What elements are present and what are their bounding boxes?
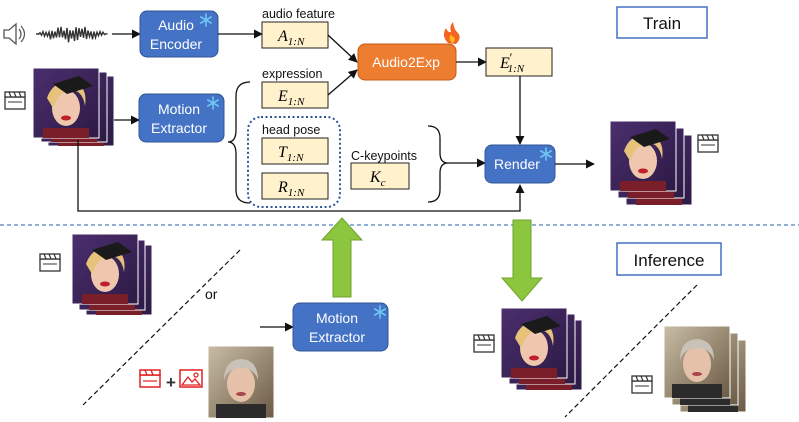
- head-pose-group: head pose T1:N R1:N: [247, 116, 341, 208]
- svg-text:+: +: [166, 373, 176, 392]
- audio2exp-label: Audio2Exp: [372, 54, 440, 70]
- translation-box: [261, 137, 329, 165]
- speaker-icon: [3, 22, 26, 46]
- inference-output-portrait-stack: [663, 325, 747, 413]
- clapperboard-icon: [697, 134, 719, 153]
- c-keypoints-box: Kc: [350, 162, 410, 190]
- head-pose-label: head pose: [262, 123, 320, 137]
- svg-text:Inference: Inference: [634, 251, 705, 270]
- svg-text:R1:N: R1:N: [277, 179, 305, 199]
- audio-encoder-module: Audio Encoder: [139, 10, 219, 58]
- svg-text:Kc: Kc: [369, 169, 386, 189]
- render-module: Render: [484, 144, 556, 184]
- clapperboard-icon: [39, 253, 61, 272]
- svg-text:Motion: Motion: [158, 101, 200, 117]
- svg-text:E1:N: E1:N: [277, 88, 305, 108]
- green-up-arrow: [320, 217, 364, 298]
- c-keypoints-label: C-keypoints: [351, 149, 417, 163]
- audio2exp-module: Audio2Exp: [357, 22, 460, 81]
- arrow-audiofeature-to-audio2exp: [327, 34, 358, 63]
- arrow-expression-to-audio2exp: [327, 69, 358, 96]
- svg-text:E′1:N: E′1:N: [499, 50, 525, 75]
- arrow-source-to-render: [77, 140, 525, 212]
- expression-output-box: E′1:N: [485, 47, 553, 77]
- flame-icon: [443, 22, 460, 44]
- svg-text:Extractor: Extractor: [309, 329, 365, 345]
- source-video-stack: [32, 67, 115, 147]
- rotation-box: [261, 172, 329, 200]
- video-plus-image-icon: +: [139, 369, 203, 392]
- svg-text:T1:N: T1:N: [278, 144, 304, 164]
- diagonal-divider-left: [82, 249, 241, 406]
- audio-feature-label: audio feature: [262, 7, 335, 21]
- train-badge: Train: [616, 6, 708, 39]
- output-video-stack: [609, 120, 693, 206]
- audio-encoder-label-1: Audio: [158, 17, 194, 33]
- green-down-arrow: [500, 219, 544, 302]
- expression-label: expression: [262, 67, 322, 81]
- right-brace: [427, 125, 449, 203]
- inference-badge: Inference: [616, 242, 722, 276]
- expression-box: E1:N: [261, 81, 329, 109]
- clapperboard-icon: [473, 334, 495, 353]
- svg-text:A1:N: A1:N: [277, 28, 305, 48]
- or-label: or: [205, 286, 218, 302]
- svg-text:Motion: Motion: [316, 310, 358, 326]
- svg-text:Train: Train: [643, 14, 681, 33]
- motion-extractor-module: Motion Extractor: [138, 93, 225, 143]
- audio-encoder-label-2: Encoder: [150, 36, 202, 52]
- audio-feature-box: A1:N: [261, 21, 329, 49]
- inference-input-video-stack: [71, 233, 153, 316]
- clapperboard-icon: [4, 91, 26, 110]
- diagonal-divider-right: [564, 284, 698, 418]
- motion-extractor-inference-module: Motion Extractor: [292, 302, 389, 352]
- left-brace: [227, 81, 251, 204]
- clapperboard-icon: [631, 375, 653, 394]
- source-portrait-image: [207, 345, 275, 419]
- svg-text:Extractor: Extractor: [151, 120, 207, 136]
- svg-text:Render: Render: [494, 156, 540, 172]
- image-icon: [179, 369, 203, 388]
- inference-output-video-stack: [500, 307, 583, 391]
- audio-waveform-icon: [35, 26, 108, 43]
